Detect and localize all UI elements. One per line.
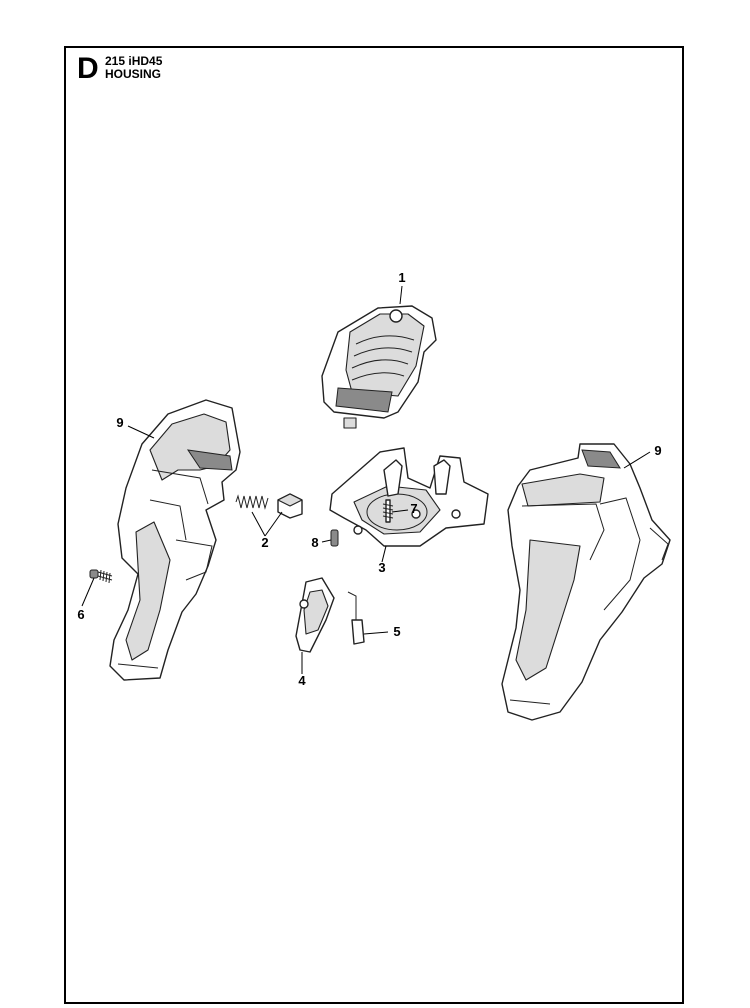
section-letter: D bbox=[77, 52, 99, 85]
leader-5 bbox=[363, 631, 389, 635]
leader-7 bbox=[391, 509, 409, 513]
leader-9b bbox=[623, 451, 651, 469]
leader-2a bbox=[251, 511, 266, 537]
callout-3: 3 bbox=[378, 560, 386, 575]
leader-8 bbox=[321, 539, 332, 543]
part-top-cover bbox=[321, 305, 437, 429]
part-wire-pin bbox=[347, 591, 365, 645]
callout-8: 8 bbox=[311, 535, 319, 550]
leader-lines bbox=[81, 285, 651, 674]
part-housing-left bbox=[109, 399, 241, 681]
section-title: HOUSING bbox=[105, 67, 162, 81]
callout-2: 2 bbox=[261, 535, 269, 550]
callout-5: 5 bbox=[393, 624, 401, 639]
part-trigger bbox=[295, 577, 335, 653]
leader-6 bbox=[81, 577, 95, 607]
callout-4: 4 bbox=[298, 673, 306, 688]
part-housing-right bbox=[501, 443, 671, 721]
part-screw-8 bbox=[330, 529, 339, 547]
diagram-frame bbox=[64, 46, 684, 1004]
callout-9-left: 9 bbox=[116, 415, 124, 430]
header-block: 215 iHD45 HOUSING bbox=[105, 55, 162, 81]
part-screw-6 bbox=[89, 569, 113, 584]
part-base-plate bbox=[329, 447, 489, 547]
callout-9-right: 9 bbox=[654, 443, 662, 458]
callout-7: 7 bbox=[410, 501, 418, 516]
leader-3 bbox=[381, 545, 387, 563]
part-screw-7 bbox=[382, 499, 394, 523]
callout-6: 6 bbox=[77, 607, 85, 622]
leader-9a bbox=[127, 425, 155, 439]
leader-1 bbox=[399, 285, 403, 305]
callout-1: 1 bbox=[398, 270, 406, 285]
leader-2b bbox=[264, 511, 283, 537]
model-name: 215 iHD45 bbox=[105, 54, 163, 68]
part-spring-button bbox=[235, 493, 303, 519]
